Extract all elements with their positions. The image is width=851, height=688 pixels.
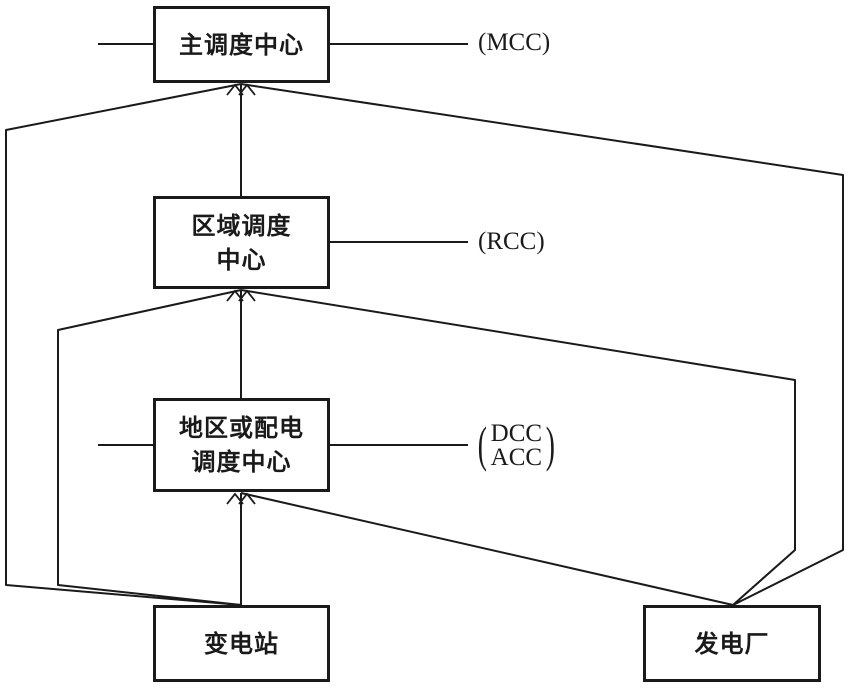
plant-to-regional-path <box>240 289 796 606</box>
plant-to-district-path <box>240 492 734 606</box>
abbr-paren-close: ) <box>545 416 555 472</box>
node-regional-label-2: 中心 <box>216 244 267 274</box>
node-substation-label: 变电站 <box>204 628 279 658</box>
node-power-plant-label: 发电厂 <box>694 628 770 658</box>
abbr-acc: ACC <box>490 444 543 471</box>
arrow-into-district-1 <box>226 492 244 505</box>
substation-to-main-path <box>5 83 242 606</box>
abbr-mcc: (MCC) <box>478 29 551 56</box>
arrow-into-district-2 <box>238 492 256 505</box>
abbr-dcc: DCC <box>490 420 543 447</box>
arrow-into-main-2 <box>238 83 256 96</box>
plant-to-main-path <box>240 83 844 606</box>
node-district-label-1: 地区或配电 <box>179 413 304 442</box>
abbr-rcc: (RCC) <box>478 228 545 255</box>
abbr-stack: DCC ACC <box>490 420 543 471</box>
arrow-into-regional-1 <box>226 289 244 302</box>
node-main-dispatch-center: 主调度中心 <box>153 6 330 83</box>
abbr-dcc-acc: ( DCC ACC ) <box>474 418 559 474</box>
substation-to-regional-path <box>57 289 242 606</box>
arrow-into-regional-2 <box>238 289 256 302</box>
node-regional-dispatch-center: 区域调度 中心 <box>153 196 330 289</box>
node-district-dispatch-center: 地区或配电 调度中心 <box>153 398 330 492</box>
arrow-into-main-1 <box>226 83 244 96</box>
abbr-paren-open: ( <box>477 416 487 472</box>
node-power-plant: 发电厂 <box>643 605 821 682</box>
node-main-label-1: 主调度中心 <box>179 29 304 59</box>
node-regional-label-1: 区域调度 <box>191 210 292 240</box>
node-substation: 变电站 <box>153 605 330 682</box>
node-district-label-2: 调度中心 <box>191 447 292 476</box>
